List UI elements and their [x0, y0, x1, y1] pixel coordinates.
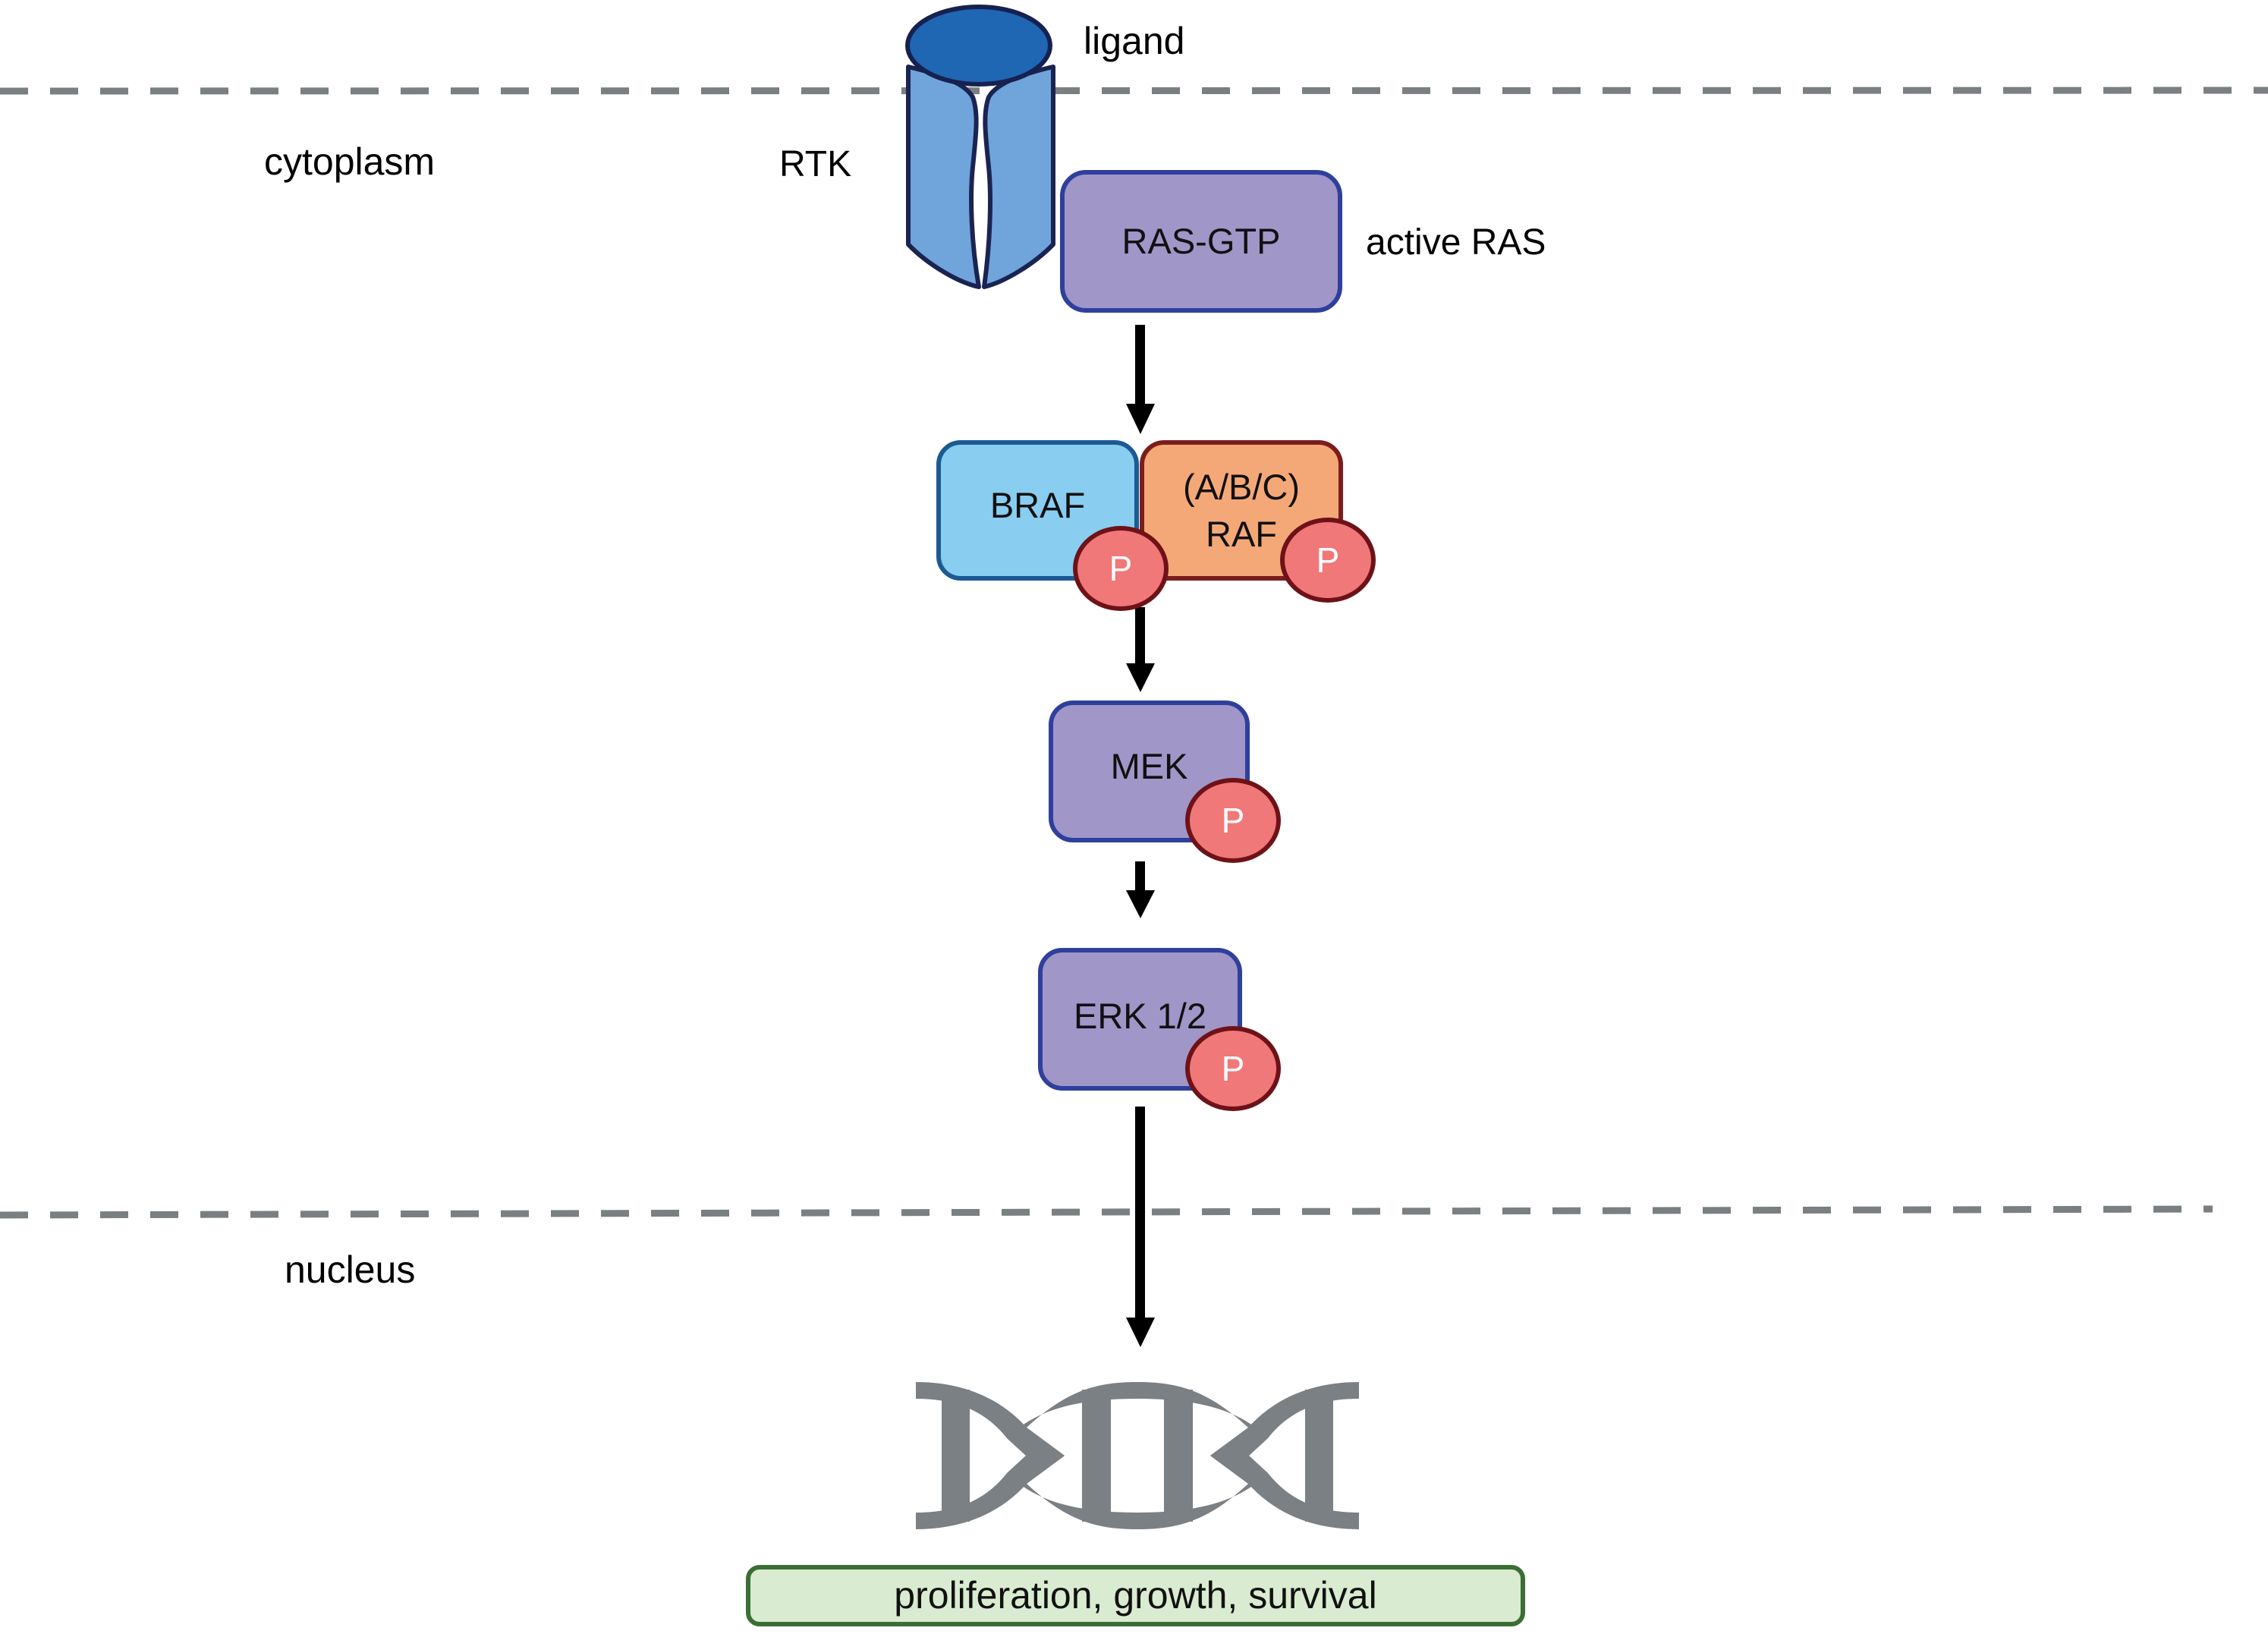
braf-phosphate-badge: P — [1073, 526, 1169, 611]
outcome-box: proliferation, growth, survival — [746, 1565, 1525, 1626]
plasma-membrane-line — [0, 87, 2268, 95]
arrow-ras-to-raf — [1126, 325, 1155, 434]
active-ras-label: active RAS — [1366, 222, 1546, 263]
arrow-mek-to-erk — [1126, 861, 1155, 918]
ligand-icon — [905, 5, 1052, 87]
nucleus-label: nucleus — [285, 1248, 416, 1291]
arrow-erk-to-dna — [1126, 1107, 1155, 1347]
mek-label: MEK — [1110, 746, 1188, 787]
erk-phosphate-badge: P — [1185, 1026, 1281, 1111]
ligand-label: ligand — [1084, 20, 1185, 62]
rtk-left-half-icon — [906, 65, 981, 289]
ras-gtp-label: RAS-GTP — [1121, 220, 1281, 261]
erk-label: ERK 1/2 — [1073, 995, 1207, 1036]
abc-raf-node: (A/B/C) RAF — [1140, 440, 1343, 581]
abc-raf-label-line2: RAF — [1206, 513, 1277, 554]
arrow-raf-to-mek — [1126, 607, 1155, 692]
abc-raf-label-line1: (A/B/C) — [1182, 467, 1301, 508]
mek-phosphate-badge: P — [1185, 778, 1281, 863]
raf-phosphate-badge: P — [1280, 518, 1376, 603]
outcome-label: proliferation, growth, survival — [894, 1574, 1377, 1617]
dna-icon — [916, 1382, 1359, 1529]
cytoplasm-label: cytoplasm — [264, 140, 436, 183]
rtk-right-half-icon — [982, 65, 1055, 289]
mek-phosphate-label: P — [1221, 801, 1245, 840]
raf-phosphate-label: P — [1316, 540, 1340, 580]
braf-phosphate-label: P — [1109, 549, 1133, 588]
rtk-label: RTK — [779, 144, 852, 184]
ras-gtp-node: RAS-GTP — [1060, 170, 1342, 313]
braf-node: BRAF — [936, 440, 1139, 581]
erk-phosphate-label: P — [1221, 1049, 1245, 1088]
erk-node: ERK 1/2 — [1038, 948, 1242, 1091]
braf-label: BRAF — [989, 485, 1086, 526]
nuclear-membrane-line — [0, 1205, 2213, 1219]
